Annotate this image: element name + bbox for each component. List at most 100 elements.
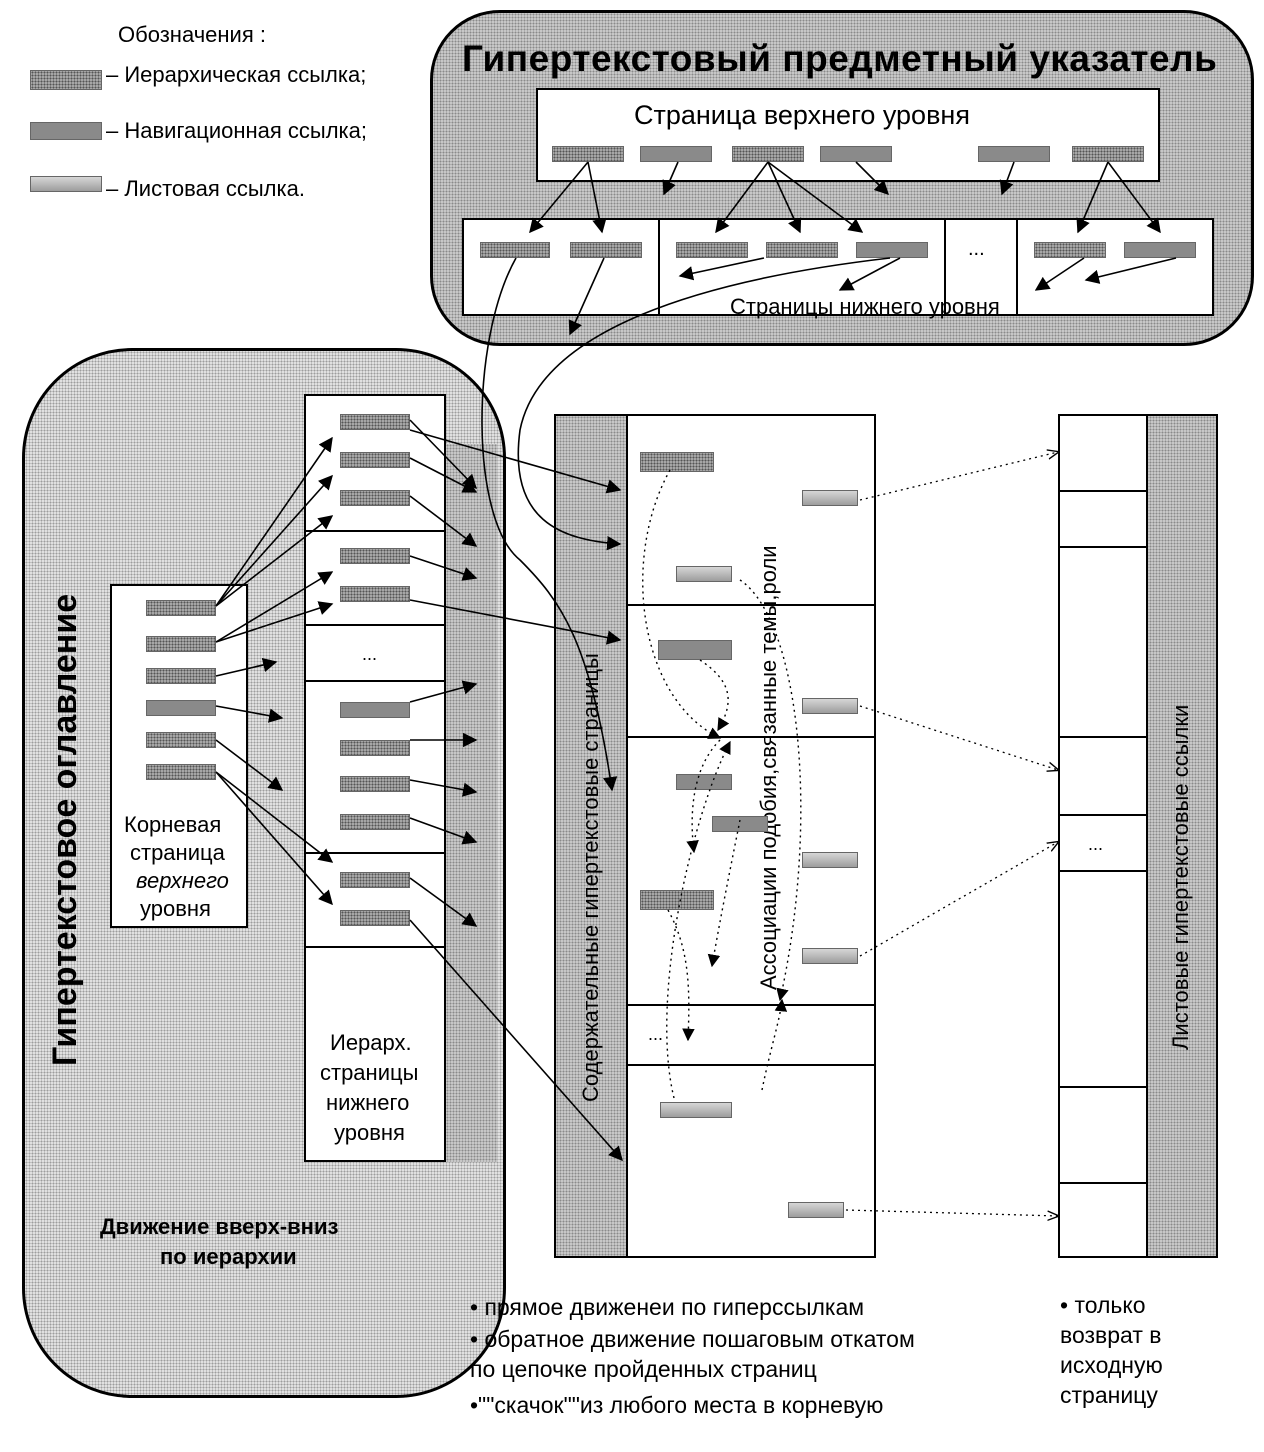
toc-arrow (215, 771, 333, 906)
toc-arrow (215, 601, 334, 643)
toc-hier-link[interactable] (340, 872, 410, 888)
leaf-divider (1058, 814, 1146, 816)
index-top-link[interactable] (552, 146, 624, 162)
note-left: • обратное движение пошаговым откатом (470, 1326, 915, 1352)
leaf-divider (1058, 490, 1146, 492)
toc-root-link[interactable] (146, 668, 216, 684)
toc-root-label: уровня (140, 896, 211, 921)
toc-hier-divider (304, 530, 446, 532)
legend-hierarchical-label: – Иерархическая ссылка; (106, 62, 367, 87)
toc-hier-link[interactable] (340, 548, 410, 564)
index-lower-link[interactable] (480, 242, 550, 258)
association-arrow (699, 659, 730, 732)
legend-navigational-label: – Навигационная ссылка; (106, 118, 368, 143)
content-link[interactable] (660, 1102, 732, 1118)
index-lower-divider (1016, 218, 1018, 316)
toc-to-content-arrow (409, 599, 622, 645)
association-arrow (739, 579, 802, 1002)
content-link[interactable] (802, 698, 858, 714)
toc-arrow (409, 419, 478, 490)
index-lower-link[interactable] (676, 242, 748, 258)
index-lower-link[interactable] (1124, 242, 1196, 258)
content-link[interactable] (802, 852, 858, 868)
toc-hier-divider (304, 852, 446, 854)
association-arrow (707, 819, 741, 968)
index-lower-divider (658, 218, 660, 316)
toc-hier-divider (304, 624, 446, 626)
content-strip-border (626, 414, 628, 1258)
toc-root-link[interactable] (146, 700, 216, 716)
content-divider (626, 604, 876, 606)
toc-arrow (215, 771, 334, 863)
toc-hier-link[interactable] (340, 490, 410, 506)
association-arrow (642, 469, 722, 739)
toc-root-label: верхнего (136, 868, 229, 893)
content-link[interactable] (676, 566, 732, 582)
index-top-page-label: Страница верхнего уровня (634, 100, 970, 130)
toc-root-link[interactable] (146, 732, 216, 748)
toc-hier-link[interactable] (340, 452, 410, 468)
toc-arrow (409, 555, 478, 581)
content-link[interactable] (788, 1202, 844, 1218)
index-top-link[interactable] (1072, 146, 1144, 162)
content-link[interactable] (712, 816, 768, 832)
leaf-divider (1058, 736, 1146, 738)
index-to-content-arrow (481, 257, 618, 792)
toc-hier-label: страницы (320, 1060, 419, 1085)
toc-arrow (409, 877, 478, 927)
leaf-arrow (859, 705, 1058, 770)
toc-root-link[interactable] (146, 636, 216, 652)
toc-hier-link[interactable] (340, 814, 410, 830)
note-left: • прямое движенеи по гиперссылкам (470, 1294, 865, 1320)
index-arrow (767, 161, 864, 233)
leaf-divider (1058, 870, 1146, 872)
content-link[interactable] (802, 948, 858, 964)
toc-arrow (215, 436, 333, 607)
index-lower-pages-label: Страницы нижнего уровня (730, 294, 1000, 319)
toc-hier-link[interactable] (340, 702, 410, 718)
index-lower-link[interactable] (570, 242, 642, 258)
toc-arrow (215, 515, 334, 607)
index-lower-link[interactable] (766, 242, 838, 258)
toc-hier-divider (304, 680, 446, 682)
toc-arrow (409, 817, 478, 845)
toc-root-link[interactable] (146, 764, 216, 780)
index-lower-link[interactable] (856, 242, 928, 258)
legend-title: Обозначения : (118, 22, 266, 47)
toc-arrow (409, 779, 478, 797)
index-top-link[interactable] (820, 146, 892, 162)
legend-leaf-swatch (30, 176, 102, 192)
index-to-content-arrow (517, 257, 891, 551)
index-arrow (662, 161, 679, 196)
index-arrow (999, 161, 1015, 196)
toc-hier-link[interactable] (340, 586, 410, 602)
toc-hier-link[interactable] (340, 414, 410, 430)
index-lower-divider (944, 218, 946, 316)
content-link[interactable] (676, 774, 732, 790)
index-top-page (536, 88, 1160, 182)
content-link[interactable] (658, 640, 732, 660)
content-divider (626, 1004, 876, 1006)
content-ellipsis: ... (648, 1024, 664, 1044)
toc-hier-link[interactable] (340, 910, 410, 926)
index-top-link[interactable] (732, 146, 804, 162)
content-link[interactable] (802, 490, 858, 506)
toc-hier-link[interactable] (340, 740, 410, 756)
index-arrow (1034, 257, 1085, 291)
note-right: • только (1060, 1292, 1146, 1318)
index-top-link[interactable] (978, 146, 1050, 162)
content-link[interactable] (640, 890, 714, 910)
index-lower-link[interactable] (1034, 242, 1106, 258)
legend-hierarchical-swatch (30, 70, 102, 90)
toc-hier-link[interactable] (340, 776, 410, 792)
content-link[interactable] (640, 452, 714, 472)
index-arrow (767, 161, 802, 234)
toc-root-link[interactable] (146, 600, 216, 616)
leaf-divider (1058, 546, 1146, 548)
navigation-strip (446, 444, 498, 1162)
index-top-link[interactable] (640, 146, 712, 162)
index-arrow (1084, 257, 1177, 284)
content-divider (626, 736, 876, 738)
toc-hier-label: Иерарх. (330, 1030, 412, 1055)
leaf-arrow (859, 842, 1058, 957)
